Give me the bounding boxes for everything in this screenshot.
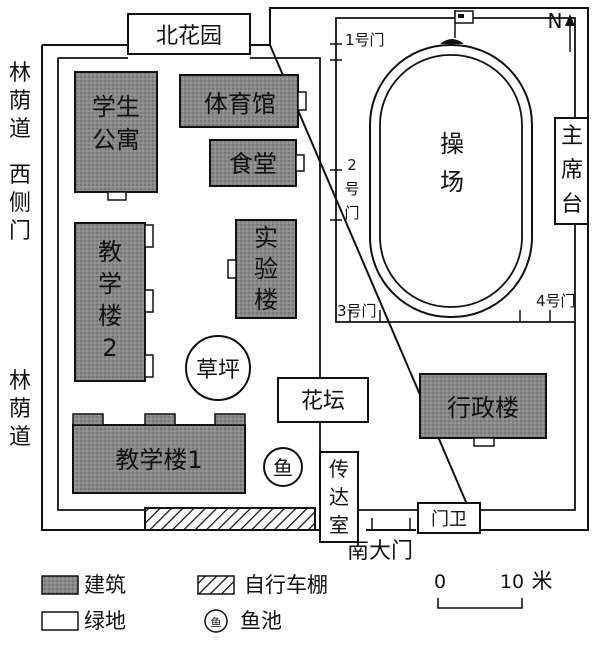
rostrum-label-1: 主 (561, 124, 583, 149)
dormitory-door (107, 191, 127, 201)
gate2-label-1: 2 (347, 156, 357, 174)
lab-label-2: 验 (254, 255, 278, 283)
gym-door (297, 91, 307, 111)
legend-bikeshed-swatch (197, 575, 235, 595)
lab-label-1: 实 (254, 224, 278, 252)
svg-text:荫: 荫 (9, 397, 31, 422)
lab-door (227, 259, 237, 279)
outer-wall-path (41, 7, 589, 531)
teaching2-door-2 (144, 289, 154, 313)
teaching1-door-1 (72, 413, 104, 426)
teaching1-door-2 (144, 413, 176, 426)
gate-posts (371, 518, 411, 530)
legend-fishpond-swatch (204, 609, 228, 633)
gate4-label: 4号门 (536, 292, 576, 310)
canteen-label: 食堂 (229, 150, 277, 178)
scale-zero: 0 (434, 571, 446, 593)
svg-text:西: 西 (9, 163, 31, 188)
lawn (185, 335, 251, 401)
legend-bikeshed-label: 自行车棚 (244, 573, 328, 597)
bike-shed (144, 507, 316, 531)
legend-green-swatch (41, 611, 79, 631)
teaching1-building (72, 424, 246, 494)
admin-building (419, 373, 547, 439)
canteen-door (295, 154, 305, 172)
fish-pond-label: 鱼 (273, 456, 293, 480)
legend-green-label: 绿地 (84, 609, 126, 633)
south-gate-label: 南大门 (347, 539, 413, 564)
inner-path (57, 17, 576, 518)
svg-text:道: 道 (9, 117, 31, 142)
svg-text:侧: 侧 (9, 191, 31, 216)
teaching2-door-3 (144, 354, 154, 378)
flowerbed-label: 花坛 (301, 389, 345, 414)
reception-label-1: 传 (329, 457, 349, 481)
svg-text:门: 门 (9, 219, 31, 244)
lab-label-3: 楼 (254, 286, 278, 314)
admin-label: 行政楼 (447, 394, 519, 422)
svg-text:荫: 荫 (9, 89, 31, 114)
teaching2-label-1: 教 (98, 238, 122, 266)
dormitory-label-1: 学生 (92, 93, 140, 121)
north-garden (127, 13, 251, 55)
west-path-bottom-label: 林 荫 道 (9, 369, 31, 450)
svg-text:林: 林 (9, 61, 31, 86)
west-gate-label: 西 侧 门 (9, 163, 31, 244)
rostrum-label-3: 台 (561, 192, 583, 217)
legend-fishpond-symbol: 鱼 (211, 615, 222, 629)
rostrum (554, 117, 589, 225)
guard-booth (417, 502, 481, 534)
scale-ten: 10 (500, 571, 524, 593)
reception-room (319, 451, 359, 543)
gate3-label: 3号门 (337, 302, 377, 320)
playground-label-2: 场 (440, 168, 464, 196)
north-arrow: N (548, 9, 575, 52)
north-label: N (548, 9, 563, 33)
flowerbed (277, 377, 369, 423)
reception-label-2: 达 (329, 485, 349, 509)
north-garden-label: 北花园 (156, 24, 222, 49)
reception-label-3: 室 (329, 513, 349, 537)
gate2-label-2: 号 (344, 180, 359, 198)
teaching2-label-2: 学 (98, 270, 122, 298)
gate2-label-3: 门 (344, 204, 359, 222)
playground-gate-marks (330, 43, 551, 322)
svg-text:道: 道 (9, 425, 31, 450)
scale-bar: 0 10 米 (434, 569, 553, 609)
teaching2-label-3: 楼 (98, 302, 122, 330)
teaching2-label-4: 2 (102, 334, 117, 362)
playground-track-inner (379, 54, 523, 308)
lab-building (235, 219, 297, 319)
rostrum-label-2: 席 (561, 158, 583, 183)
legend: 建筑 自行车棚 绿地 鱼 鱼池 (41, 573, 328, 633)
west-path-top-label: 林 荫 道 (9, 61, 31, 142)
svg-text:林: 林 (9, 369, 31, 394)
dormitory-label-2: 公寓 (92, 126, 140, 154)
flag-icon (440, 10, 474, 44)
gym-label: 体育馆 (204, 90, 276, 118)
guard-label: 门卫 (431, 509, 467, 530)
teaching2-door-1 (144, 224, 154, 248)
gym-building (179, 74, 299, 128)
admin-door (473, 437, 495, 447)
playground-label-1: 操 (440, 130, 464, 158)
legend-fishpond-label: 鱼池 (240, 609, 282, 633)
legend-building-swatch (41, 575, 79, 595)
gate1-label: 1号门 (345, 31, 385, 49)
teaching1-door-3 (214, 413, 246, 426)
teaching1-label: 教学楼1 (115, 446, 202, 474)
legend-building-label: 建筑 (84, 573, 126, 597)
scale-unit: 米 (532, 569, 553, 593)
lawn-label: 草坪 (196, 358, 240, 383)
fish-pond (263, 447, 303, 487)
